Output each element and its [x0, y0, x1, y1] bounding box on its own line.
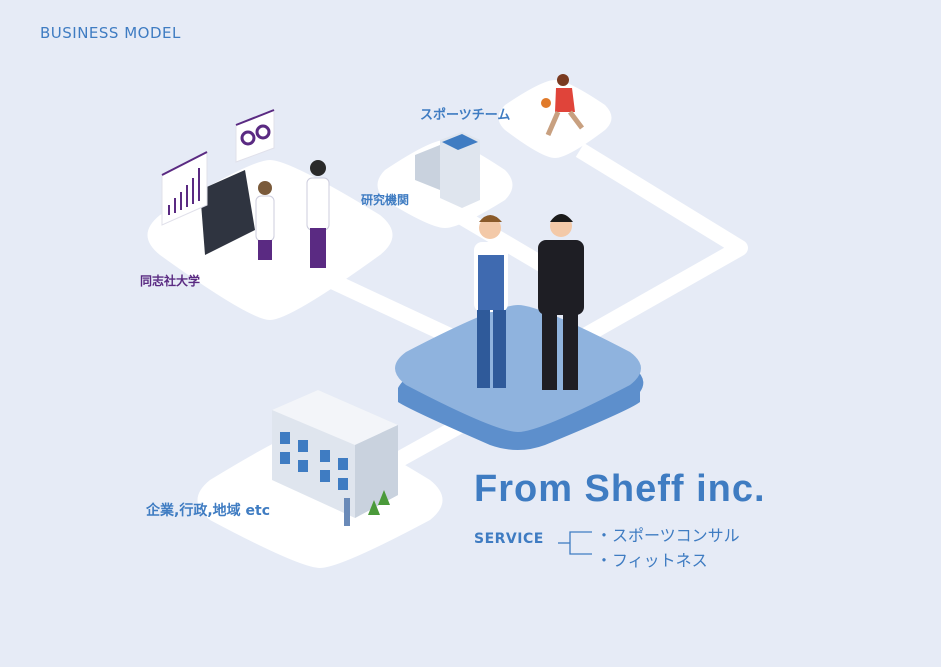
enterprise-building-icon: [272, 390, 398, 526]
label-sports-team: スポーツチーム: [420, 108, 511, 123]
company-name: From Sheff inc.: [474, 468, 766, 510]
service-bracket: [558, 531, 592, 555]
businessmen-icon: [474, 214, 584, 390]
basketball-player-icon: [541, 74, 584, 136]
page-title: BUSINESS MODEL: [40, 24, 181, 42]
platform-center: [395, 305, 644, 450]
label-enterprise: 企業,行政,地域 etc: [146, 503, 270, 519]
service-label: SERVICE: [474, 531, 544, 547]
data-screens-icon: [161, 109, 275, 255]
researchers-icon: [255, 160, 330, 268]
service-item: ・スポーツコンサル: [596, 526, 740, 545]
label-research: 研究機関: [361, 193, 410, 207]
label-university: 同志社大学: [140, 274, 201, 288]
research-building-icon: [415, 132, 480, 208]
service-item: ・フィットネス: [596, 551, 708, 570]
